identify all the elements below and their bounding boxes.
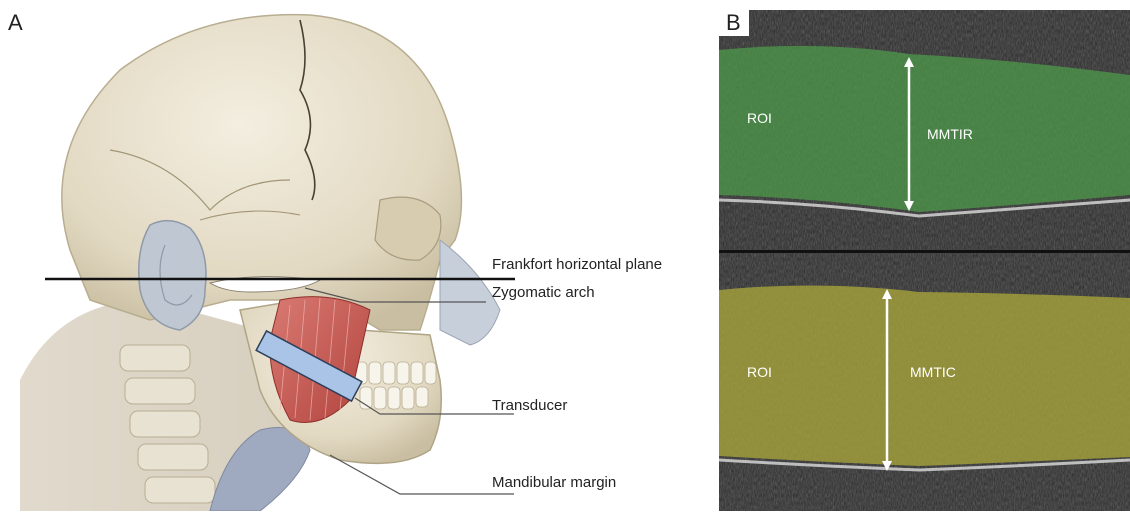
ultrasound-images	[719, 10, 1130, 511]
nasal-region	[440, 240, 500, 345]
panel-b-ultrasound: B ROI MMTIR ROI MMTIC	[719, 10, 1130, 511]
frankfort-label: Frankfort horizontal plane	[492, 256, 662, 273]
mmtir-label: MMTIR	[927, 126, 973, 142]
roi-label-bottom: ROI	[747, 364, 772, 380]
panel-a-anatomy: A Frankfort horizontal plane Zygomatic a…	[0, 0, 710, 511]
transducer-label: Transducer	[492, 397, 567, 414]
ultrasound-top	[719, 10, 1130, 250]
panel-letter-b: B	[726, 12, 741, 34]
mandibular-margin-label: Mandibular margin	[492, 474, 616, 491]
orbit	[375, 197, 441, 260]
roi-label-top: ROI	[747, 110, 772, 126]
ultrasound-bottom	[719, 253, 1130, 511]
mmtic-label: MMTIC	[910, 364, 956, 380]
roi-overlay-top	[719, 46, 1130, 212]
panel-letter-a: A	[8, 12, 23, 34]
zygomatic-arch-label: Zygomatic arch	[492, 284, 595, 301]
